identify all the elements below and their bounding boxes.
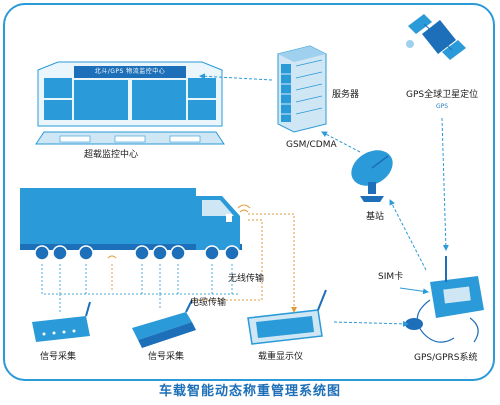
network-label: GSM/CDMA: [286, 140, 337, 150]
wireless-link-label: 无线传输: [228, 274, 265, 284]
cable-link-label: 电缆传输: [190, 298, 227, 308]
weight-display-icon: [247, 289, 327, 345]
server-label: 服务器: [332, 90, 360, 100]
signal-collector-1-label: 信号采集: [40, 352, 77, 362]
monitor-center-screen-title: 北斗/GPS 物流监控中心: [94, 68, 166, 75]
gps-gprs-system-label: GPS/GPRS系统: [414, 353, 478, 363]
satellite-icon: [406, 14, 466, 60]
truck-icon: [20, 188, 251, 261]
monitor-center-icon: [35, 61, 225, 145]
axle-sensors: [41, 264, 238, 295]
diagram-title: 车载智能动态称重管理系统图: [158, 384, 341, 399]
diagram-frame: [3, 3, 495, 381]
base-station-label: 基站: [366, 212, 385, 222]
server-icon: [277, 45, 327, 133]
signal-collector-1-icon: [32, 301, 91, 342]
satellite-label: GPS全球卫星定位: [406, 90, 479, 100]
signal-collector-2-icon: [132, 299, 196, 348]
gps-gprs-device-icon: [405, 256, 484, 343]
satellite-sublabel: GPS: [436, 103, 449, 110]
satellite-dish-icon: [351, 150, 393, 202]
monitor-center-label: 超载监控中心: [84, 150, 139, 160]
sim-card-label: SIM卡: [378, 272, 404, 282]
weight-display-label: 载重显示仪: [258, 352, 304, 362]
signal-collector-2-label: 信号采集: [148, 352, 185, 362]
connection-lines: [59, 73, 449, 327]
